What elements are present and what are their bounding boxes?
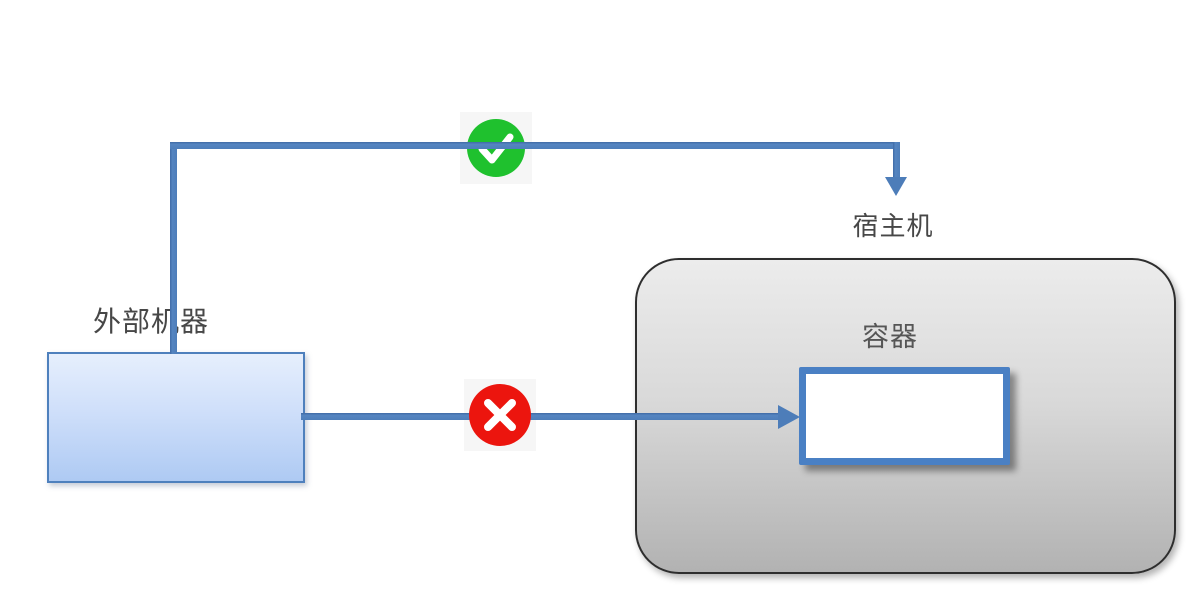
external-machine-label: 外部机器	[92, 306, 209, 337]
connector-blocked-horizontal-segment	[301, 413, 778, 420]
arrowhead-right-icon	[778, 404, 800, 429]
container-label: 容器	[862, 322, 918, 352]
connector-allowed-horizontal-segment	[170, 142, 900, 149]
connector-allowed-drop-segment	[893, 142, 900, 178]
container-inner-box	[799, 367, 1010, 465]
connector-allowed-vertical-segment	[170, 142, 177, 354]
arrowhead-down-icon	[885, 177, 907, 196]
external-machine-node-box	[47, 352, 305, 483]
host-machine-label: 宿主机	[852, 211, 934, 241]
cross-icon	[469, 384, 531, 446]
